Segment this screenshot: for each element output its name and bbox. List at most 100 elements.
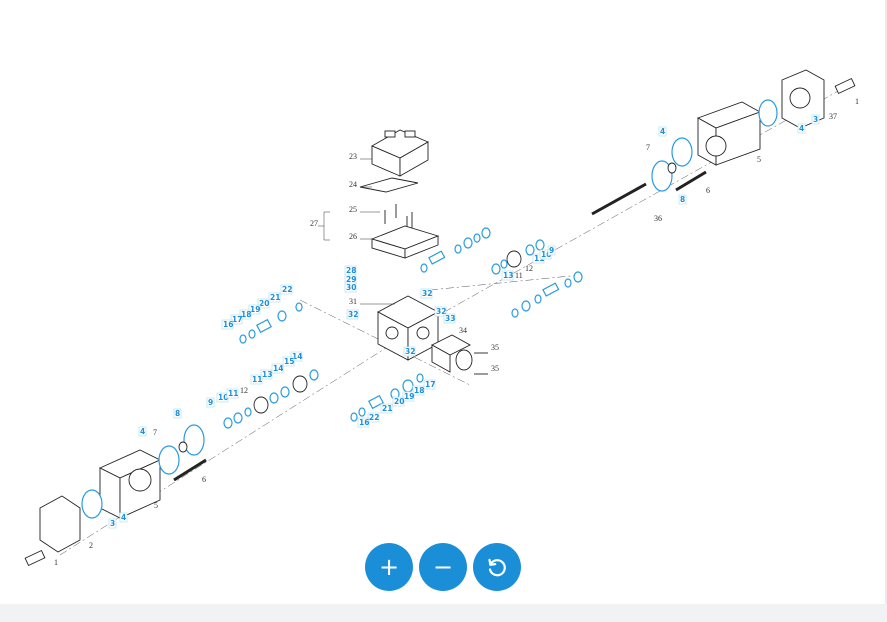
part-callout[interactable]: 22: [280, 284, 292, 295]
part-callout[interactable]: 3: [811, 114, 820, 125]
svg-text:26: 26: [349, 232, 357, 241]
part-callout[interactable]: 18: [412, 385, 424, 396]
part-callout[interactable]: 19: [248, 304, 260, 315]
part-label: 6: [202, 475, 206, 484]
sub-base: [370, 225, 440, 259]
part-callout[interactable]: 14: [290, 351, 302, 362]
svg-text:21: 21: [382, 404, 392, 413]
part-label: 7: [153, 428, 157, 437]
part-callout[interactable]: 19: [402, 391, 414, 402]
svg-text:9: 9: [549, 246, 554, 255]
part-callout[interactable]: 32: [434, 306, 446, 317]
part-callout[interactable]: 32: [420, 288, 432, 299]
part-callout[interactable]: 13: [260, 369, 272, 380]
svg-text:35: 35: [491, 364, 499, 373]
part-callout[interactable]: 18: [239, 309, 251, 320]
part-callout[interactable]: 4: [658, 126, 667, 137]
zoom-out-icon: −: [432, 553, 454, 581]
footer-bar: [0, 604, 887, 622]
part-callout[interactable]: 4: [138, 426, 147, 437]
part-callout[interactable]: 11: [250, 374, 262, 385]
svg-text:9: 9: [208, 398, 213, 407]
tie-rod-left: [173, 458, 207, 482]
pinion-shaft: [431, 334, 473, 373]
cylinder-right: [696, 101, 762, 166]
part-callout[interactable]: 4: [119, 512, 128, 523]
part-callout[interactable]: 21: [380, 403, 392, 414]
part-callout[interactable]: 17: [230, 314, 242, 325]
svg-text:32: 32: [436, 307, 446, 316]
exploded-parts-diagram: 2221201918171628293032323233321415141311…: [24, 69, 859, 567]
part-callout[interactable]: 3: [108, 518, 117, 529]
part-label: 12: [525, 264, 533, 273]
svg-text:29: 29: [346, 275, 356, 284]
svg-text:24: 24: [349, 180, 357, 189]
solenoid-valve: [370, 129, 430, 177]
zoom-in-icon: +: [378, 553, 400, 581]
reset-view-button[interactable]: [473, 543, 521, 591]
part-callout[interactable]: 14: [271, 363, 283, 374]
part-callout[interactable]: 4: [797, 123, 806, 134]
part-label: 35: [491, 343, 499, 352]
part-callout[interactable]: 17: [423, 379, 435, 390]
part-label: 25: [349, 205, 357, 214]
svg-text:13: 13: [503, 271, 513, 280]
part-label: 2: [89, 541, 93, 550]
part-callout[interactable]: 32: [346, 309, 358, 320]
seal-group-upper-right: [491, 239, 545, 275]
part-callout[interactable]: 8: [678, 194, 687, 205]
svg-text:33: 33: [445, 314, 455, 323]
svg-text:4: 4: [121, 513, 126, 522]
svg-text:20: 20: [394, 397, 404, 406]
svg-text:1: 1: [54, 558, 58, 567]
part-callout[interactable]: 9: [547, 245, 556, 256]
gasket-plate: [359, 177, 419, 193]
part-label: 31: [349, 297, 357, 306]
svg-text:4: 4: [799, 124, 804, 133]
part-callout[interactable]: 11: [226, 388, 238, 399]
part-callout[interactable]: 30: [344, 282, 356, 293]
svg-text:22: 22: [282, 285, 292, 294]
part-callout[interactable]: 13: [501, 270, 513, 281]
part-callout[interactable]: 21: [268, 292, 280, 303]
svg-text:31: 31: [349, 297, 357, 306]
part-callout[interactable]: 20: [257, 298, 269, 309]
zoom-controls: + −: [365, 543, 521, 591]
part-callout[interactable]: 32: [403, 346, 415, 357]
seal-group-right: [511, 271, 583, 318]
svg-text:32: 32: [422, 289, 432, 298]
svg-text:20: 20: [259, 299, 269, 308]
part-callout[interactable]: 16: [221, 319, 233, 330]
svg-text:11: 11: [228, 389, 238, 398]
svg-text:11: 11: [252, 375, 262, 384]
svg-text:11: 11: [515, 271, 523, 280]
part-label: 12: [240, 386, 248, 395]
part-label: 7: [646, 143, 650, 152]
part-label: 34: [459, 326, 467, 335]
part-callout[interactable]: 8: [173, 408, 182, 419]
part-callout[interactable]: 16: [357, 417, 369, 428]
part-callout[interactable]: 20: [392, 396, 404, 407]
part-callout[interactable]: 28: [344, 265, 356, 276]
svg-text:12: 12: [240, 386, 248, 395]
svg-text:36: 36: [654, 214, 662, 223]
part-callout[interactable]: 9: [206, 397, 215, 408]
seal-group-base: [420, 227, 491, 273]
svg-text:18: 18: [241, 310, 251, 319]
svg-text:30: 30: [346, 283, 356, 292]
part-label: 6: [706, 186, 710, 195]
svg-text:34: 34: [459, 326, 467, 335]
part-callout[interactable]: 22: [367, 412, 379, 423]
svg-text:3: 3: [813, 115, 818, 124]
part-callout[interactable]: 33: [443, 313, 455, 324]
svg-text:1: 1: [855, 97, 859, 106]
part-label: 1: [54, 558, 58, 567]
zoom-out-button[interactable]: −: [419, 543, 467, 591]
svg-text:10: 10: [541, 250, 551, 259]
part-callout[interactable]: 15: [282, 356, 294, 367]
zoom-in-button[interactable]: +: [365, 543, 413, 591]
svg-text:25: 25: [349, 205, 357, 214]
svg-text:19: 19: [250, 305, 260, 314]
